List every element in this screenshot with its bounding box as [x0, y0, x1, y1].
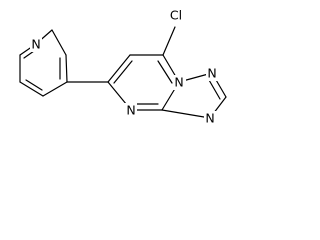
pyrimidine-nitrogen-atom: N [124, 103, 137, 118]
bridgehead-nitrogen-label: N [174, 75, 183, 90]
triazole-nitrogen-lower-label: N [205, 111, 214, 126]
pyridine-nitrogen-atom: N [30, 37, 42, 52]
triazole-nitrogen-upper-label: N [207, 66, 216, 81]
chlorine-label: Cl [170, 8, 182, 23]
bridgehead-nitrogen-atom: N [173, 75, 186, 90]
molecule-structure: N N N N N Cl [19, 8, 227, 126]
bond-pyridine-c5-c4-inner [25, 79, 43, 91]
bond-c-cl [162, 26, 176, 56]
bond-pyridine-c3-c2 [65, 54, 68, 83]
bond-pyrimidine-c5-c6-inner [113, 60, 133, 84]
bond-pyridine-n1-c6-inner [23, 50, 35, 59]
triazole-nitrogen-upper-atom: N [206, 66, 219, 81]
bond-pyridine-c5-c4 [19, 81, 44, 97]
pyridine-nitrogen-label: N [31, 37, 40, 52]
bond-pyridine-c2-top [51, 29, 67, 56]
bond-triazole-n3-c8a [161, 109, 211, 119]
bond-pyridine-c4-c3 [42, 81, 68, 97]
chlorine-atom: Cl [168, 8, 185, 23]
bond-layer [19, 26, 227, 119]
triazole-nitrogen-lower-atom: N [204, 111, 217, 126]
atom-label-layer: N N N N N Cl [30, 8, 219, 126]
bond-pyrimidine-c7-n8-inner [157, 60, 173, 84]
bond-triazole-n1-c2-inner [208, 79, 221, 100]
pyrimidine-nitrogen-label: N [126, 103, 135, 118]
bond-pyrimidine-c5-c6 [107, 54, 131, 83]
